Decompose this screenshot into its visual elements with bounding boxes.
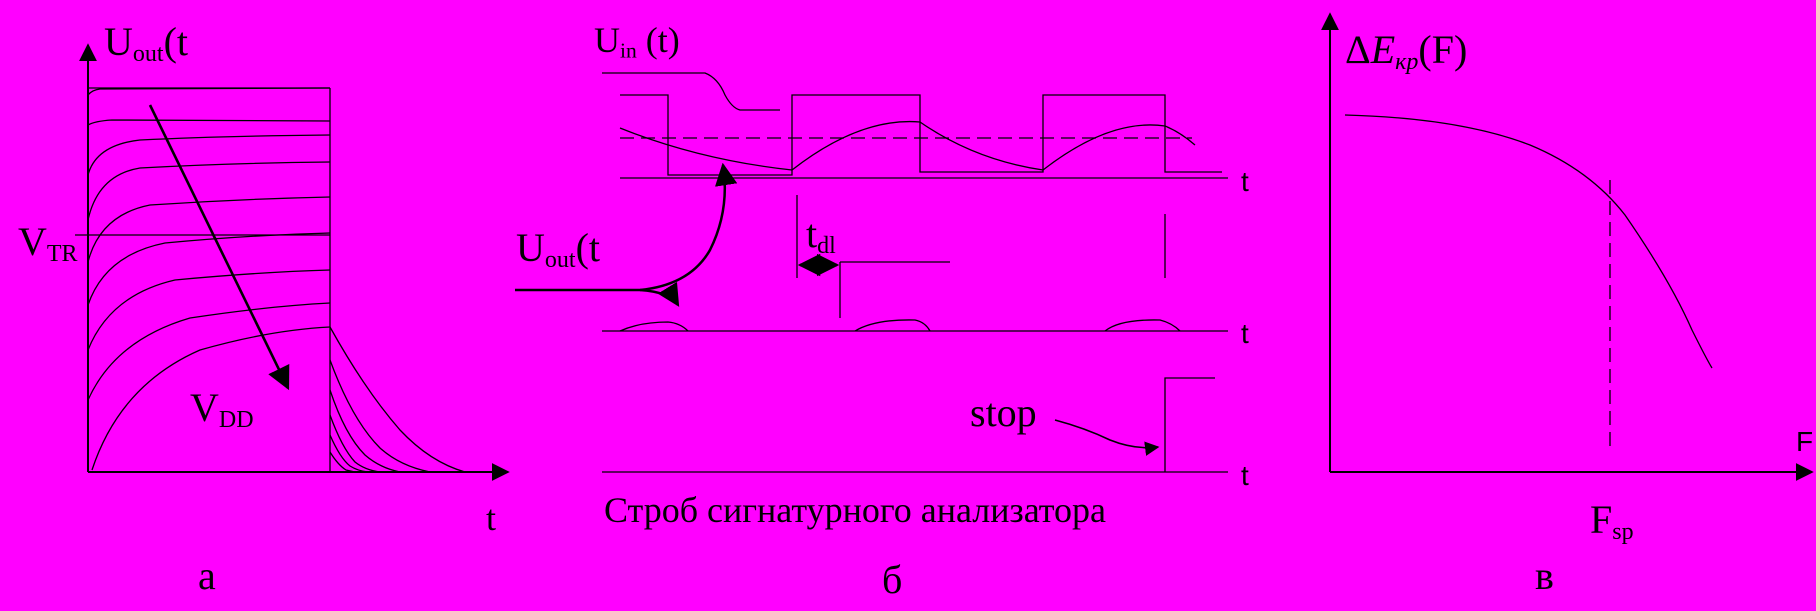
panel-a-decay-2 — [329, 359, 431, 473]
panel-a-curve-2 — [87, 119, 331, 126]
panel-b-plot — [515, 72, 1228, 473]
panel-c-x-axis-label: F — [1796, 426, 1814, 457]
panel-c-plot — [1321, 12, 1814, 481]
panel-b-output-label: Uout(t — [516, 225, 600, 273]
panel-a-curve-6 — [87, 232, 331, 306]
panel-a-decay-5 — [329, 434, 369, 473]
panel-a-y-axis-label: Uout(t — [104, 19, 188, 67]
panel-b-rc-curve — [619, 120, 1196, 171]
panel-a-decay-6 — [329, 451, 356, 473]
panel-b-t-label-2: t — [1241, 318, 1249, 349]
panel-b-output-pulse-3 — [1104, 319, 1181, 332]
panel-a-threshold-label: VTR — [18, 219, 78, 267]
panel-a-curve-5 — [87, 196, 331, 263]
panel-b-square-wave — [620, 94, 1222, 176]
panel-b-input-line — [602, 72, 780, 111]
panel-b-strobe-caption: Строб сигнатурного анализатора — [604, 490, 1107, 530]
panel-c-caption: в — [1535, 553, 1554, 598]
panel-c-error-curve — [1344, 114, 1713, 369]
panel-c-fsp-label: Fsp — [1590, 497, 1634, 545]
panel-b-caption: б — [882, 557, 903, 602]
panel-b-stop-label: stop — [970, 390, 1037, 435]
panel-a-curve-4 — [87, 161, 331, 221]
panel-a-curve-8 — [87, 302, 331, 401]
panel-b-stop-step — [1164, 377, 1215, 472]
panel-a-caption: а — [198, 553, 216, 598]
panel-a-curve-1 — [87, 87, 331, 96]
panel-b-stop-arrow — [1054, 419, 1160, 456]
panel-a-vdd-label: VDD — [190, 385, 254, 433]
panel-a-decay-1 — [329, 326, 466, 473]
panel-a-curve-9 — [91, 326, 331, 471]
panel-a-decay-3 — [329, 389, 401, 473]
panel-a-decay-4 — [329, 414, 381, 473]
panel-b-uout-arrow-2 — [639, 281, 680, 307]
panel-b-input-label: Uin (t) — [594, 20, 680, 63]
panel-a-vdd-arrow — [148, 104, 290, 391]
panel-b-output-pulse-2 — [854, 319, 931, 332]
panel-a-curve-3 — [87, 134, 331, 176]
panel-a-x-axis-label: t — [486, 498, 497, 538]
panel-c-y-axis-label: ΔEкр(F) — [1345, 27, 1468, 75]
panel-b-t-label-1: t — [1241, 166, 1249, 197]
panel-a-plot — [75, 43, 510, 481]
panel-b-t-label-3: t — [1241, 460, 1249, 491]
panel-a-curve-7 — [87, 269, 331, 351]
panel-b-output-pulse-1 — [619, 321, 689, 332]
panel-b-delay-label: tdl — [806, 211, 836, 259]
